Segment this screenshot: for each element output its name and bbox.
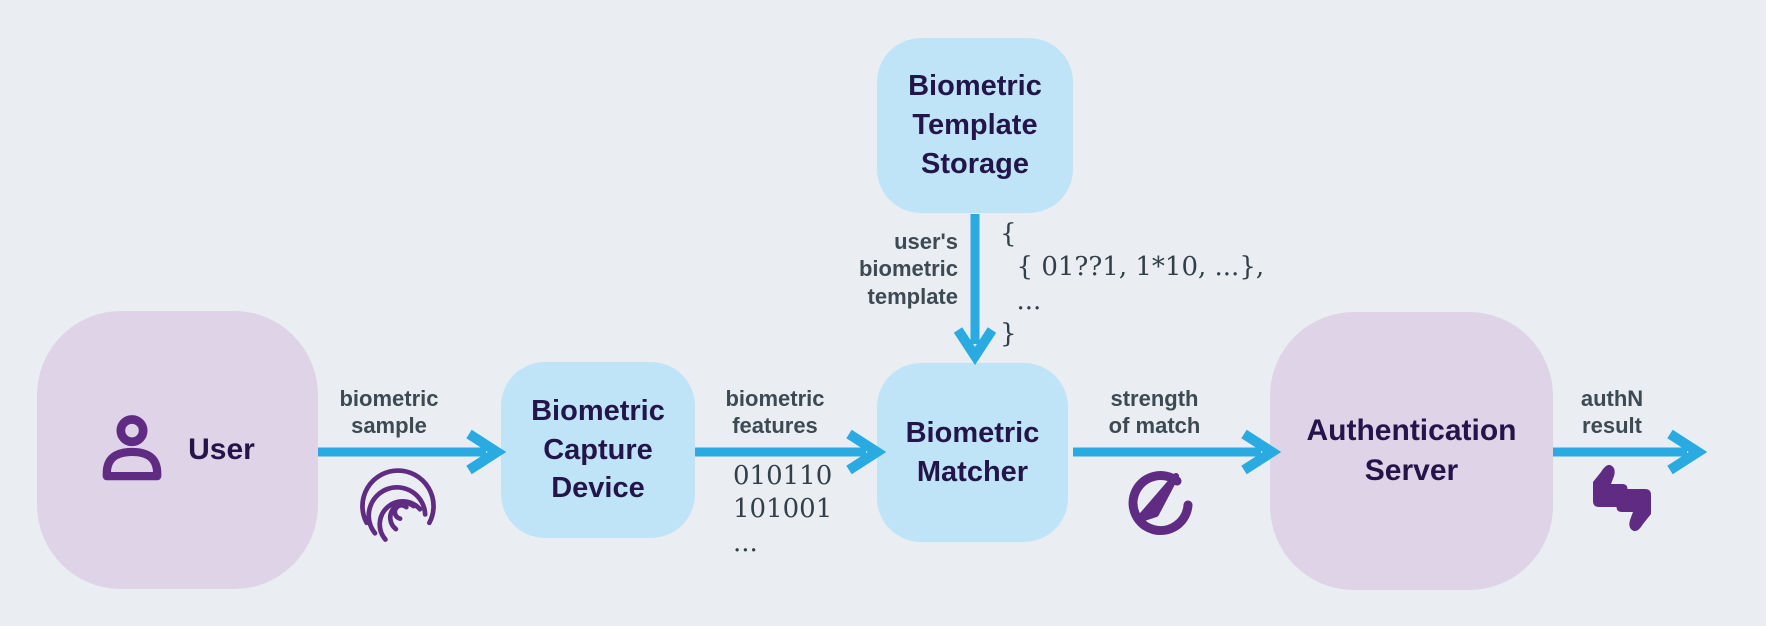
thumb-up-icon <box>1593 464 1628 507</box>
annotation-user-template: { { 01??1, 1*10, ...}, ... } <box>1000 219 1265 349</box>
thumb-down-icon <box>1616 489 1651 532</box>
edge-label-authn-result: authN result <box>1580 386 1644 439</box>
node-template-storage-label: Biometric Template Storage <box>908 70 1042 180</box>
node-user: User <box>37 311 318 589</box>
node-auth-server-label: Authentication Server <box>1306 413 1517 487</box>
node-user-label: User <box>188 432 255 466</box>
node-matcher-label: Biometric Matcher <box>905 416 1040 488</box>
annotation-biometric-features: 010110 101001 ... <box>733 461 833 558</box>
thumbs-up-down-icon <box>1593 464 1651 532</box>
node-auth-server: Authentication Server <box>1270 312 1553 590</box>
node-capture-device: Biometric Capture Device <box>501 362 695 538</box>
node-matcher: Biometric Matcher <box>877 363 1068 542</box>
node-capture-device-label: Biometric Capture Device <box>531 394 665 505</box>
node-template-storage: Biometric Template Storage <box>877 38 1073 213</box>
edge-label-user-template: user's biometric template <box>858 229 958 309</box>
person-icon <box>102 415 162 481</box>
edge-label-biometric-sample: biometric sample <box>339 386 439 439</box>
gauge-icon <box>1128 471 1193 536</box>
arrow-user-template <box>953 214 997 366</box>
edge-label-biometric-features: biometric features <box>725 386 825 439</box>
user-node-content: User <box>100 414 255 486</box>
edge-label-strength-of-match: strength of match <box>1108 386 1201 439</box>
fingerprint-icon <box>360 468 436 542</box>
